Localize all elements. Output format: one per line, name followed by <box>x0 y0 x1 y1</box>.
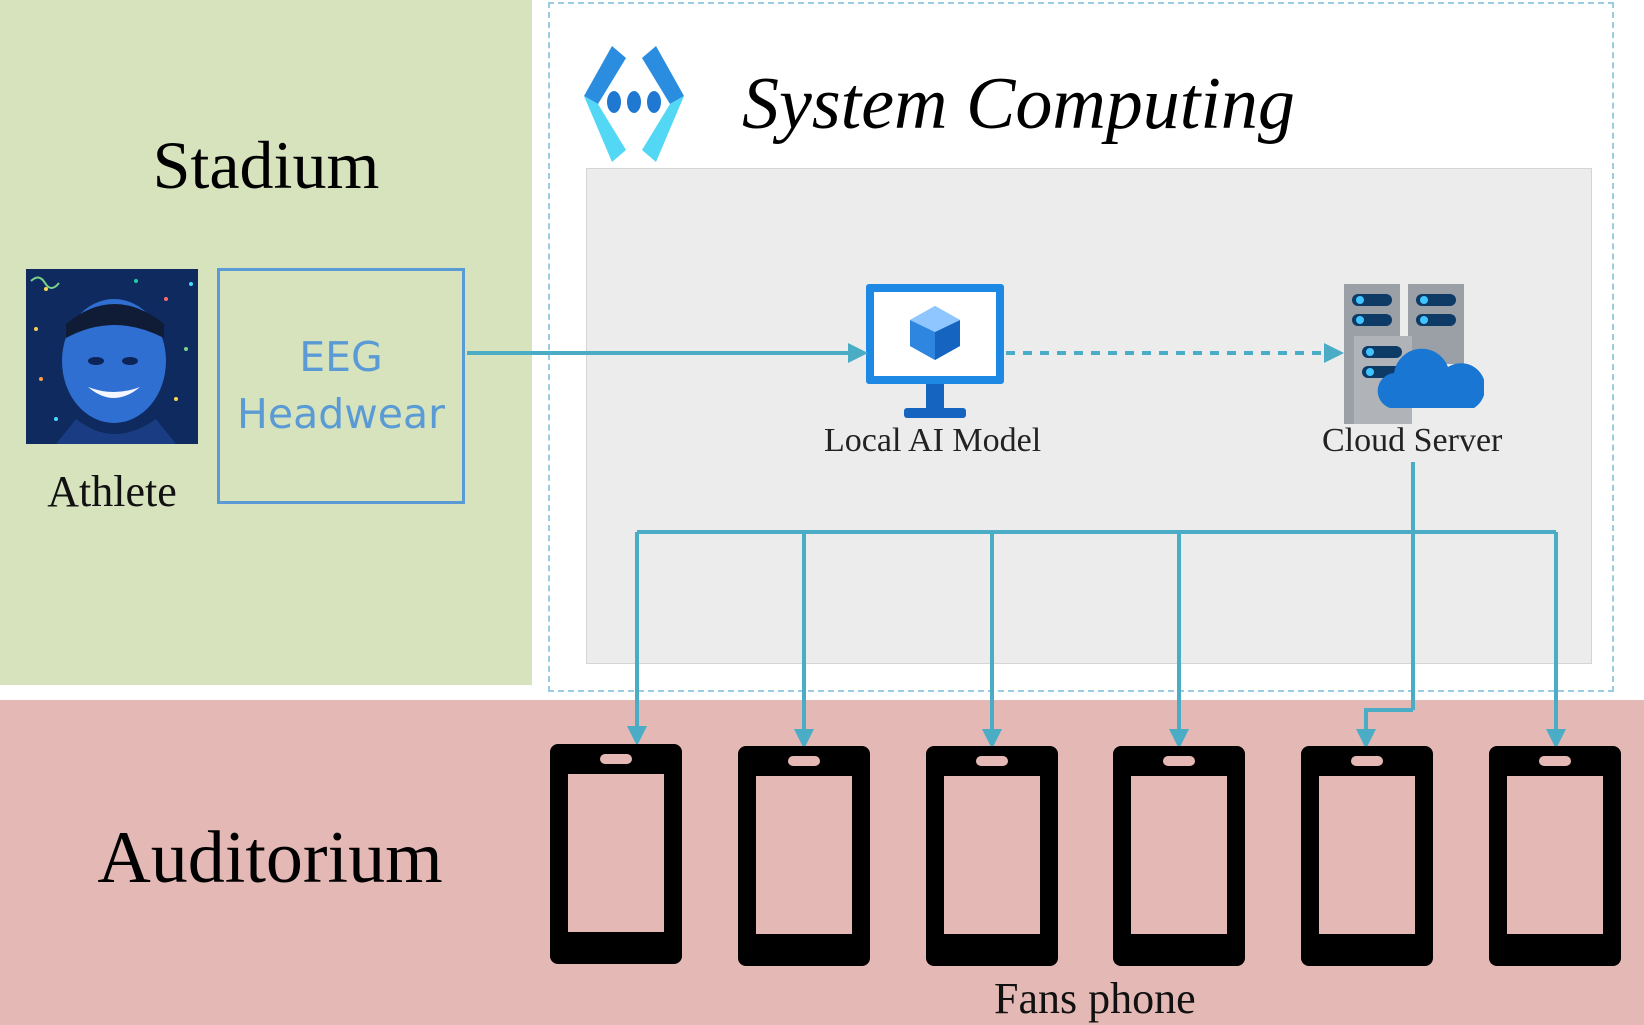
phone-icon <box>738 746 870 966</box>
local-ai-model-label: Local AI Model <box>824 422 1042 459</box>
stadium-title: Stadium <box>152 127 380 203</box>
processing-panel <box>586 168 1592 664</box>
eeg-headwear-box: EEG Headwear <box>217 268 465 504</box>
phone-icon <box>1489 746 1621 966</box>
monitor-cube-icon <box>866 284 1004 424</box>
cloud-to-phone-arrow <box>1356 708 1413 749</box>
cloud-server-label: Cloud Server <box>1322 422 1503 459</box>
fans-phone-label: Fans phone <box>994 974 1196 1023</box>
network-icon <box>574 44 694 164</box>
athlete-photo <box>26 269 198 444</box>
auditorium-title: Auditorium <box>97 817 443 899</box>
server-cloud-icon <box>1344 284 1484 424</box>
eeg-headwear-label: EEG Headwear <box>237 333 445 438</box>
phone-icon <box>1113 746 1245 966</box>
phone-icon <box>550 744 682 964</box>
athlete-label: Athlete <box>47 467 177 516</box>
phone-icon <box>926 746 1058 966</box>
system-computing-frame <box>548 2 1614 692</box>
system-computing-title: System Computing <box>742 63 1295 145</box>
phone-icon <box>1301 746 1433 966</box>
